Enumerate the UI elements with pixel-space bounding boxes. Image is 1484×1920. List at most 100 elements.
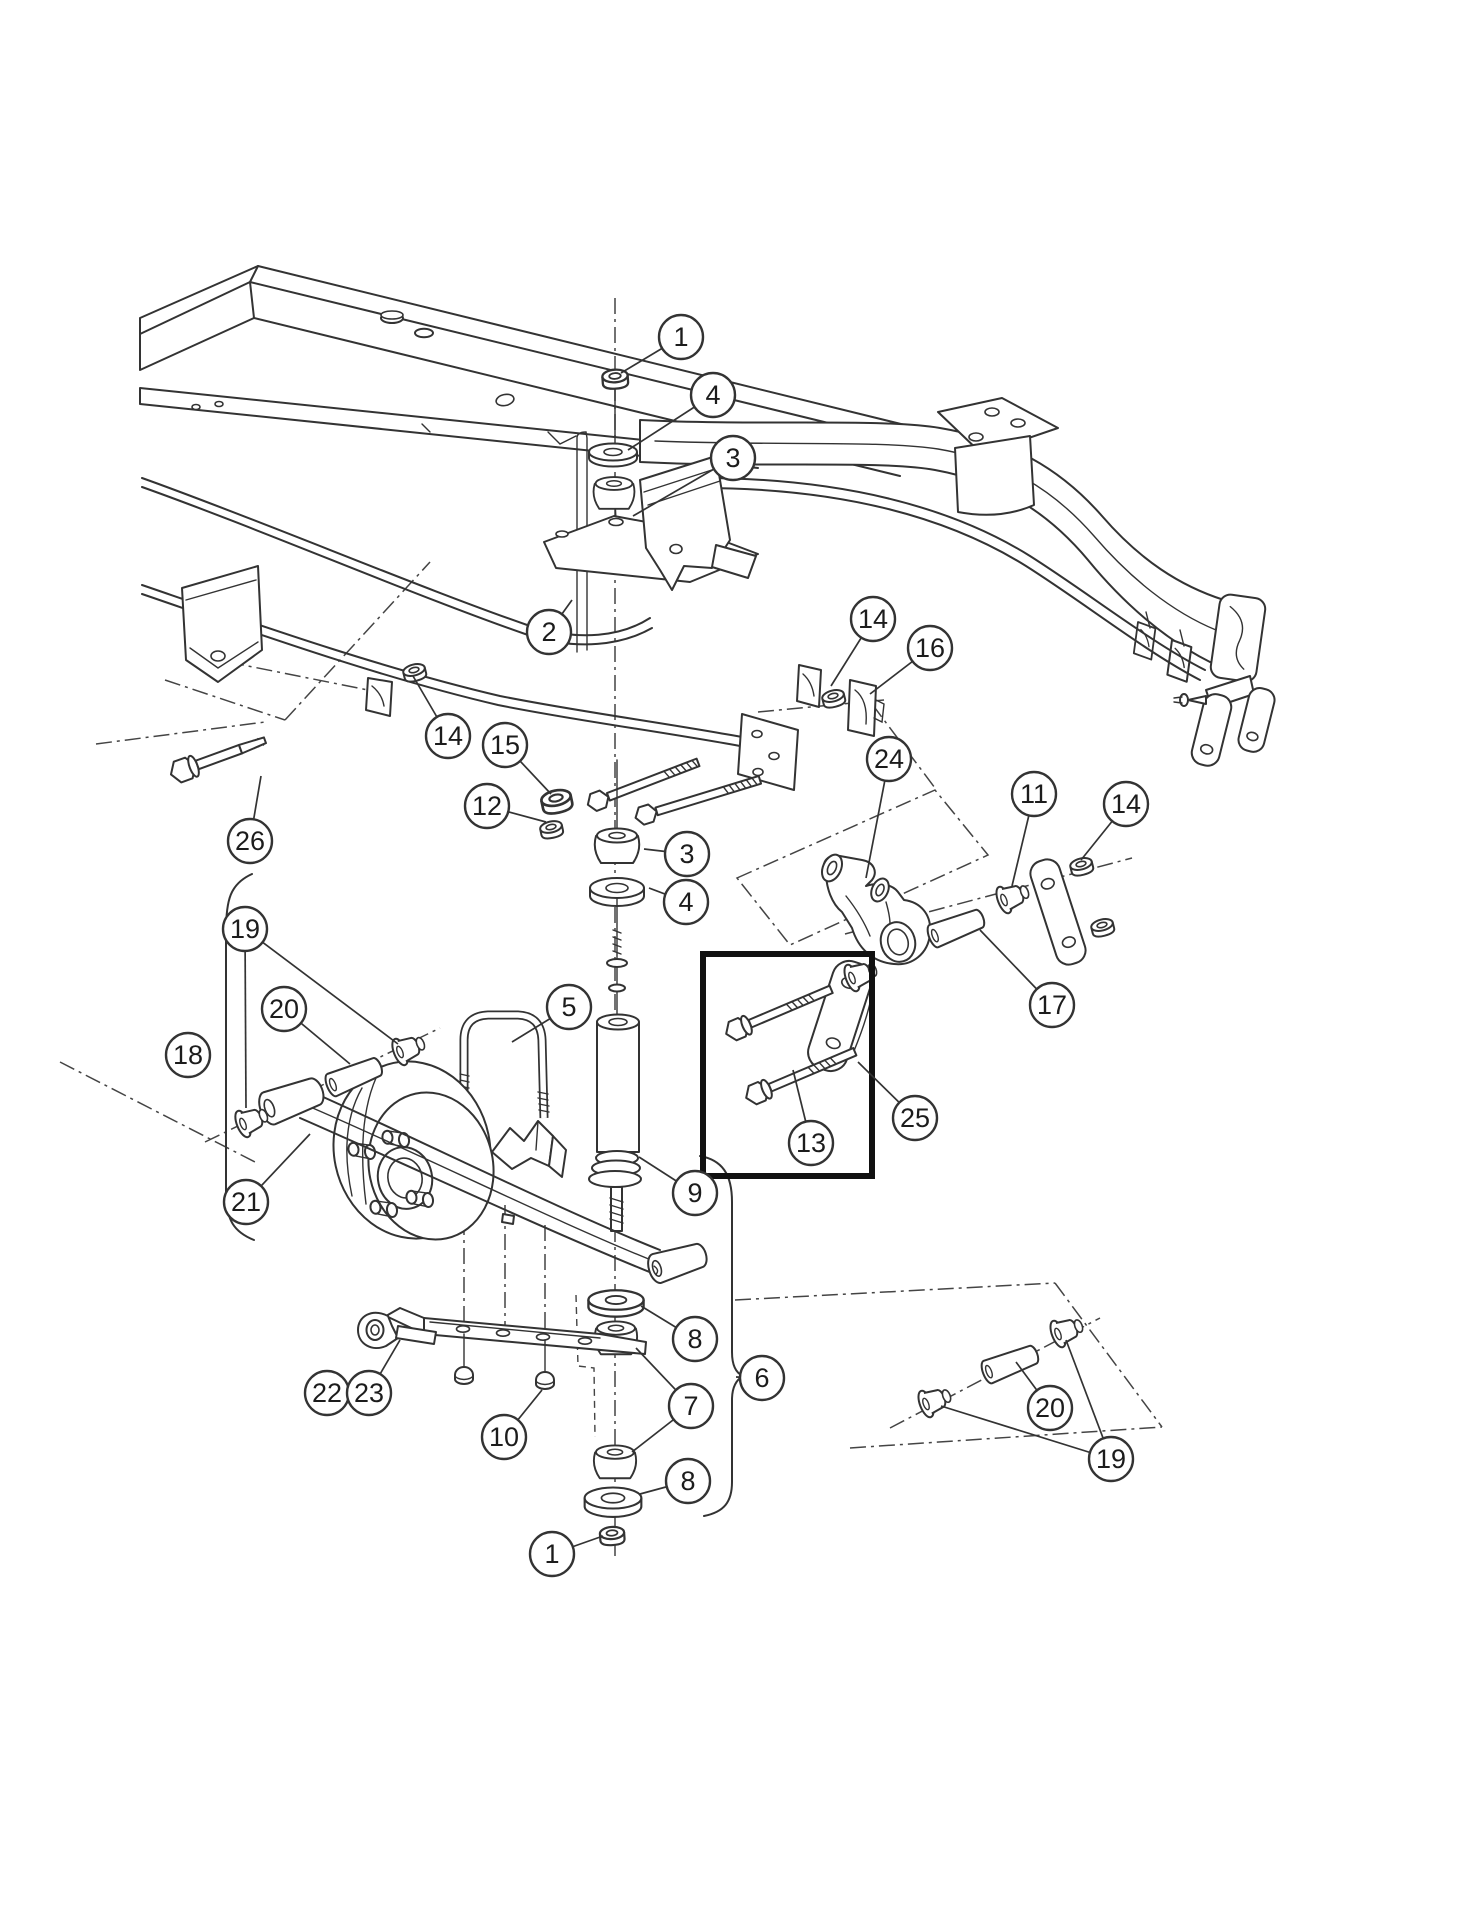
callout-24: 24	[865, 735, 913, 783]
callout-circle-10	[480, 1413, 528, 1461]
spring-clamp-left	[365, 677, 393, 717]
callout-14: 14	[849, 595, 897, 643]
callout-4: 4	[662, 878, 710, 926]
callout-number-4: 4	[678, 887, 693, 917]
shock-column	[543, 367, 759, 1548]
callout-3: 3	[663, 830, 711, 878]
callout-circle-16	[906, 624, 954, 672]
callout-circle-20	[1026, 1384, 1074, 1432]
spacer-20-right	[978, 1340, 1043, 1386]
callout-12: 12	[463, 782, 511, 830]
callout-circle-3	[709, 434, 757, 482]
callout-circle-6	[738, 1354, 786, 1402]
callout-number-19: 19	[1096, 1444, 1126, 1474]
callout-3: 3	[709, 434, 757, 482]
callout-18: 18	[164, 1031, 212, 1079]
callout-number-6: 6	[754, 1363, 769, 1393]
callout-circle-8	[664, 1457, 712, 1505]
callout-circle-3	[663, 830, 711, 878]
callout-circle-23	[345, 1369, 393, 1417]
boxed-detail	[725, 954, 882, 1106]
shackle-plates	[1173, 675, 1276, 767]
lock-nut-1-top	[600, 367, 630, 391]
callout-13: 13	[787, 1119, 835, 1167]
bolt-2b	[634, 774, 763, 826]
callout-number-26: 26	[235, 826, 265, 856]
callout-11: 11	[1010, 770, 1058, 818]
highlight-box	[700, 951, 875, 1179]
callout-number-20: 20	[269, 994, 299, 1024]
callout-number-1: 1	[673, 322, 688, 352]
callout-number-7: 7	[683, 1391, 698, 1421]
front-hanger-bracket	[181, 565, 263, 683]
callout-5: 5	[545, 983, 593, 1031]
spring-clamp-cluster	[796, 664, 885, 737]
gusset-bracket	[639, 455, 757, 591]
callout-21: 21	[222, 1178, 270, 1226]
bushing-7-lower	[592, 1444, 638, 1480]
washer-4-top	[588, 442, 638, 468]
spring-rear-mount-plate	[737, 713, 799, 791]
callout-19: 19	[221, 905, 269, 953]
callout-circle-11	[1010, 770, 1058, 818]
callout-number-21: 21	[231, 1187, 261, 1217]
frame-end-cap	[1209, 593, 1267, 683]
callout-circle-4	[662, 878, 710, 926]
callout-circle-2	[525, 608, 573, 656]
frame-rail-left	[139, 265, 906, 477]
callout-14: 14	[424, 712, 472, 760]
callout-circle-20	[260, 985, 308, 1033]
callout-circle-25	[891, 1094, 939, 1142]
callout-number-24: 24	[874, 744, 904, 774]
callout-circle-21	[222, 1178, 270, 1226]
callout-1: 1	[657, 313, 705, 361]
cap-nut-10b	[535, 1371, 555, 1390]
callout-number-14: 14	[1111, 789, 1141, 819]
callout-25: 25	[891, 1094, 939, 1142]
callout-circle-1	[528, 1530, 576, 1578]
spring-hook-22-23	[357, 1311, 437, 1349]
callout-19: 19	[1087, 1435, 1135, 1483]
callout-number-9: 9	[687, 1178, 702, 1208]
callout-22: 22	[303, 1369, 351, 1417]
callout-1: 1	[528, 1530, 576, 1578]
washer-8-lower	[583, 1486, 643, 1518]
shock-absorber-9	[588, 1013, 642, 1232]
callout-number-17: 17	[1037, 990, 1067, 1020]
leaf-spring-arm-21	[258, 1077, 708, 1284]
callout-circle-9	[671, 1169, 719, 1217]
callout-15: 15	[481, 721, 529, 769]
callout-leader-19	[244, 928, 247, 1109]
callout-number-8: 8	[687, 1324, 702, 1354]
callout-leader-19	[244, 928, 399, 1045]
callout-26: 26	[226, 817, 274, 865]
callout-7: 7	[667, 1382, 715, 1430]
callout-number-13: 13	[796, 1128, 826, 1158]
frame-rail-right	[639, 397, 1276, 767]
callout-number-19: 19	[230, 914, 260, 944]
callout-20: 20	[260, 985, 308, 1033]
washer-8-mid	[587, 1289, 645, 1318]
callout-14: 14	[1102, 780, 1150, 828]
bushing-3-top	[592, 476, 636, 510]
callout-circle-12	[463, 782, 511, 830]
arm-front-sleeve	[258, 1077, 325, 1126]
callout-circle-19	[221, 905, 269, 953]
callout-16: 16	[906, 624, 954, 672]
callout-6: 6	[738, 1354, 786, 1402]
callout-circle-14	[424, 712, 472, 760]
callout-number-12: 12	[472, 791, 502, 821]
callout-17: 17	[1028, 981, 1076, 1029]
callout-number-18: 18	[173, 1040, 203, 1070]
callout-number-4: 4	[705, 380, 720, 410]
callout-circle-8	[671, 1315, 719, 1363]
callout-number-2: 2	[541, 617, 556, 647]
callout-circle-18	[164, 1031, 212, 1079]
bolt-2a	[586, 757, 701, 812]
shock-mount-platform	[543, 431, 759, 653]
stud-threads	[612, 929, 622, 955]
cap-nut-10a	[454, 1366, 474, 1385]
callout-circle-5	[545, 983, 593, 1031]
equalizer-bracket-24	[820, 853, 932, 966]
